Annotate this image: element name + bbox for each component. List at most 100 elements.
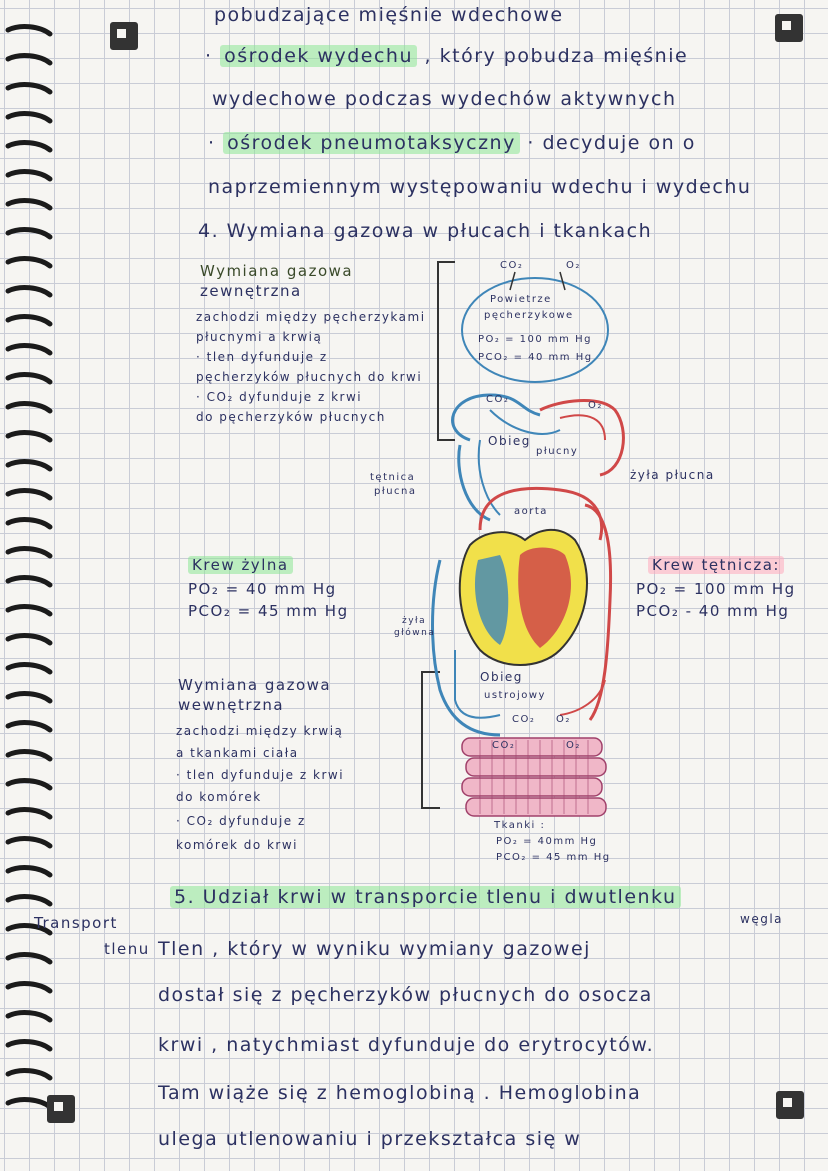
- tissue-o2: O₂: [566, 740, 581, 751]
- pulmonary-circuit-label-2: płucny: [536, 446, 579, 457]
- spiral-ring: [5, 372, 53, 385]
- arterial-title: Krew tętnicza:: [648, 556, 784, 574]
- external-title-2: zewnętrzna: [200, 282, 302, 300]
- external-line-1: zachodzi między pęcherzykami: [196, 310, 426, 324]
- external-line-5: · CO₂ dyfunduje z krwi: [196, 390, 363, 404]
- text-line-4: · ośrodek pneumotaksyczny · decyduje on …: [208, 132, 696, 154]
- spiral-ring: [5, 314, 53, 327]
- spiral-ring: [5, 720, 53, 733]
- section-5-title: 5. Udział krwi w transporcie tlenu i dwu…: [170, 886, 681, 908]
- external-line-3: · tlen dyfunduje z: [196, 350, 328, 364]
- alveolar-po2: PO₂ = 100 mm Hg: [478, 334, 592, 345]
- spiral-ring: [5, 1039, 53, 1052]
- vena-cava-label-2: główna: [394, 628, 436, 638]
- section-5-line-5: ulega utlenowaniu i przekształca się w: [158, 1128, 582, 1150]
- spiral-ring: [5, 691, 53, 704]
- spiral-ring: [5, 285, 53, 298]
- tissues-pco2: PCO₂ = 45 mm Hg: [496, 852, 611, 863]
- spiral-ring: [5, 198, 53, 211]
- pulmonary-circuit-label-1: Obieg: [488, 434, 531, 448]
- systemic-circuit-label-2: ustrojowy: [484, 690, 546, 701]
- spiral-ring: [5, 401, 53, 414]
- pulmonary-artery-label-1: tętnica: [370, 472, 416, 483]
- section-5-line-1: Tlen , który w wyniku wymiany gazowej: [158, 938, 591, 960]
- spiral-ring: [5, 865, 53, 878]
- corner-marker-bottom-left-icon: [47, 1095, 75, 1123]
- spiral-ring: [5, 1010, 53, 1023]
- highlight-osrodek-wydechu: ośrodek wydechu: [220, 45, 417, 67]
- diagram-o2-mid: O₂: [588, 400, 603, 411]
- text-line-5: naprzemiennym występowaniu wdechu i wyde…: [208, 176, 752, 198]
- spiral-ring: [5, 82, 53, 95]
- arterial-po2: PO₂ = 100 mm Hg: [636, 580, 796, 598]
- internal-line-2: a tkankami ciała: [176, 746, 299, 760]
- spiral-ring: [5, 1068, 53, 1081]
- internal-line-6: komórek do krwi: [176, 838, 299, 852]
- aorta-label: aorta: [514, 506, 548, 517]
- spiral-ring: [5, 749, 53, 762]
- spiral-ring: [5, 662, 53, 675]
- internal-title-2: wewnętrzna: [178, 696, 285, 714]
- spiral-ring: [5, 952, 53, 965]
- tissues-title: Tkanki :: [494, 820, 546, 831]
- venous-title: Krew żylna: [188, 556, 293, 574]
- spiral-ring: [5, 604, 53, 617]
- spiral-ring: [5, 778, 53, 791]
- internal-line-1: zachodzi między krwią: [176, 724, 344, 738]
- spiral-ring: [5, 459, 53, 472]
- diagram-o2-top: O₂: [566, 260, 581, 271]
- alveolar-air-1: Powietrze: [490, 294, 552, 305]
- tissue-co2: CO₂: [492, 740, 516, 751]
- alveolar-pco2: PCO₂ = 40 mm Hg: [478, 352, 593, 363]
- spiral-ring: [5, 227, 53, 240]
- external-line-6: do pęcherzyków płucnych: [196, 410, 386, 424]
- text-line-2: · ośrodek wydechu , który pobudza mięśni…: [205, 45, 689, 67]
- internal-line-5: · CO₂ dyfunduje z: [176, 814, 306, 828]
- spiral-ring: [5, 517, 53, 530]
- external-title-1: Wymiana gazowa: [200, 262, 354, 280]
- arterial-title-text: Krew tętnicza:: [648, 556, 784, 574]
- spiral-ring: [5, 343, 53, 356]
- section-5-line-3: krwi , natychmiast dyfunduje do erytrocy…: [158, 1034, 655, 1056]
- spiral-ring: [5, 169, 53, 182]
- section-5-line-4: Tam wiąże się z hemoglobiną . Hemoglobin…: [158, 1082, 642, 1104]
- spiral-ring: [5, 111, 53, 124]
- internal-line-3: · tlen dyfunduje z krwi: [176, 768, 345, 782]
- spiral-ring: [5, 923, 53, 936]
- spiral-ring: [5, 140, 53, 153]
- highlight-osrodek-pneumotaksyczny: ośrodek pneumotaksyczny: [223, 132, 520, 154]
- vena-cava-label-1: żyła: [402, 616, 427, 626]
- internal-title-1: Wymiana gazowa: [178, 676, 332, 694]
- spiral-ring: [5, 488, 53, 501]
- alveolar-air-2: pęcherzykowe: [484, 310, 574, 321]
- diagram-co2-mid: CO₂: [486, 394, 510, 405]
- arterial-pco2: PCO₂ - 40 mm Hg: [636, 602, 790, 620]
- venous-title-text: Krew żylna: [188, 556, 293, 574]
- spiral-ring: [5, 981, 53, 994]
- diagram-o2-low: O₂: [556, 714, 571, 725]
- spiral-ring: [5, 53, 53, 66]
- spiral-ring: [5, 430, 53, 443]
- spiral-ring: [5, 894, 53, 907]
- margin-label-tlenu: tlenu: [104, 940, 150, 958]
- section-4-title: 4. Wymiana gazowa w płucach i tkankach: [198, 220, 653, 242]
- diagram-co2-low: CO₂: [512, 714, 536, 725]
- tissues-po2: PO₂ = 40mm Hg: [496, 836, 598, 847]
- corner-marker-top-right-icon: [775, 14, 803, 42]
- systemic-circuit-label-1: Obieg: [480, 670, 523, 684]
- venous-pco2: PCO₂ = 45 mm Hg: [188, 602, 349, 620]
- internal-line-4: do komórek: [176, 790, 262, 804]
- pulmonary-artery-label-2: płucna: [374, 486, 417, 497]
- margin-label-transport: Transport: [34, 914, 118, 932]
- spiral-ring: [5, 24, 53, 37]
- spiral-ring: [5, 546, 53, 559]
- spiral-binding: [5, 24, 53, 1110]
- corner-marker-top-left-icon: [110, 22, 138, 50]
- spiral-ring: [5, 836, 53, 849]
- section-5-title-text: 5. Udział krwi w transporcie tlenu i dwu…: [170, 886, 681, 908]
- spiral-ring: [5, 633, 53, 646]
- text-line-3: wydechowe podczas wydechów aktywnych: [212, 88, 677, 110]
- diagram-co2-top: CO₂: [500, 260, 524, 271]
